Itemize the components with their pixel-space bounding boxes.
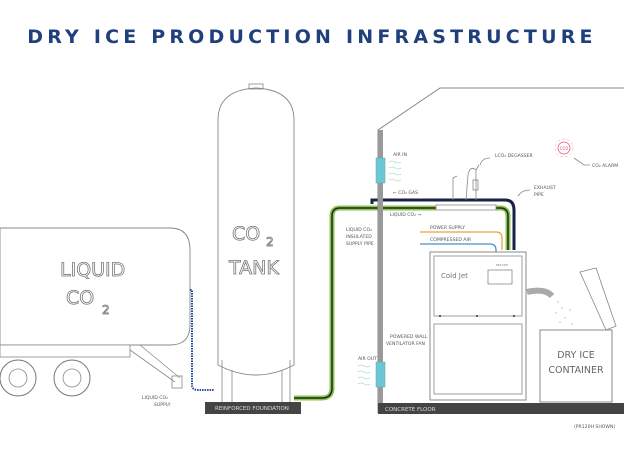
degasser-label: LCO₂ DEGASSER [495,153,534,159]
liquid-co2-supply-label-2: SUPPLY [154,402,171,408]
trailer-label-sub: 2 [102,303,110,317]
tank-label-tank: TANK [228,257,279,279]
compressed-air-label: COMPRESSED AIR [430,237,472,243]
power-supply-label: POWER SUPPLY [430,225,465,231]
co2-alarm-icon: CO2 [554,138,574,158]
alarm-badge-text: CO2 [560,146,569,151]
reinforced-foundation-label: REINFORCED FOUNDATION [215,406,289,412]
liquid-co2-supply-label: LIQUID CO₂ [142,395,168,401]
air-in-label: AIR IN [393,152,407,158]
diagram-title: DRY ICE PRODUCTION INFRASTRUCTURE [27,26,596,48]
degasser [435,164,497,211]
co2-tank: CO 2 TANK [217,83,295,402]
co2-alarm-label: CO₂ ALARM [592,163,618,169]
container-label-2: CONTAINER [548,365,604,376]
insulated-pipe-label: LIQUID CO₂ [346,227,372,233]
insulated-pipe-label-3: SUPPLY PIPE [346,241,374,247]
power-supply-line [420,231,503,250]
reinforced-foundation [205,402,301,414]
exhaust-label: EXHAUST [534,185,556,191]
liquid-co2-label: LIQUID CO₂ → [390,212,421,218]
ventilator-fan [375,361,386,388]
container-label: DRY ICE [557,350,595,361]
tank-label-sub: 2 [266,235,274,249]
pelletizer-machine: Cold Jet PR120H [429,251,527,401]
fan-label: POWERED WALL [390,334,428,340]
dry-ice-container: DRY ICE CONTAINER [539,267,617,403]
air-in-vent [375,157,386,184]
trailer-label-liquid: LIQUID [60,259,125,281]
liquid-co2-supply-line [190,289,214,391]
insulated-pipe-label-2: INSULATED [346,234,372,240]
concrete-floor-label: CONCRETE FLOOR [385,407,436,413]
trailer-label-co: CO [66,287,94,309]
panel-model: PR120H [496,263,508,267]
co2-gas-label: ← CO₂ GAS [393,190,418,196]
building-wall [378,130,383,405]
exhaust-label-2: PIPE [534,192,544,198]
chute [526,287,555,299]
liquid-co2-trailer: LIQUID CO 2 [0,227,191,397]
tank-label-co: CO [232,223,260,245]
exhaust-pipe [370,198,516,250]
fan-label-2: VENTILATOR FAN [386,341,425,347]
brand-logo: Cold Jet [441,272,468,280]
model-note: (PR120H SHOWN) [574,424,615,430]
compressed-air-line [420,243,497,252]
air-out-label: AIR OUT [358,356,377,362]
concrete-floor [378,403,624,414]
